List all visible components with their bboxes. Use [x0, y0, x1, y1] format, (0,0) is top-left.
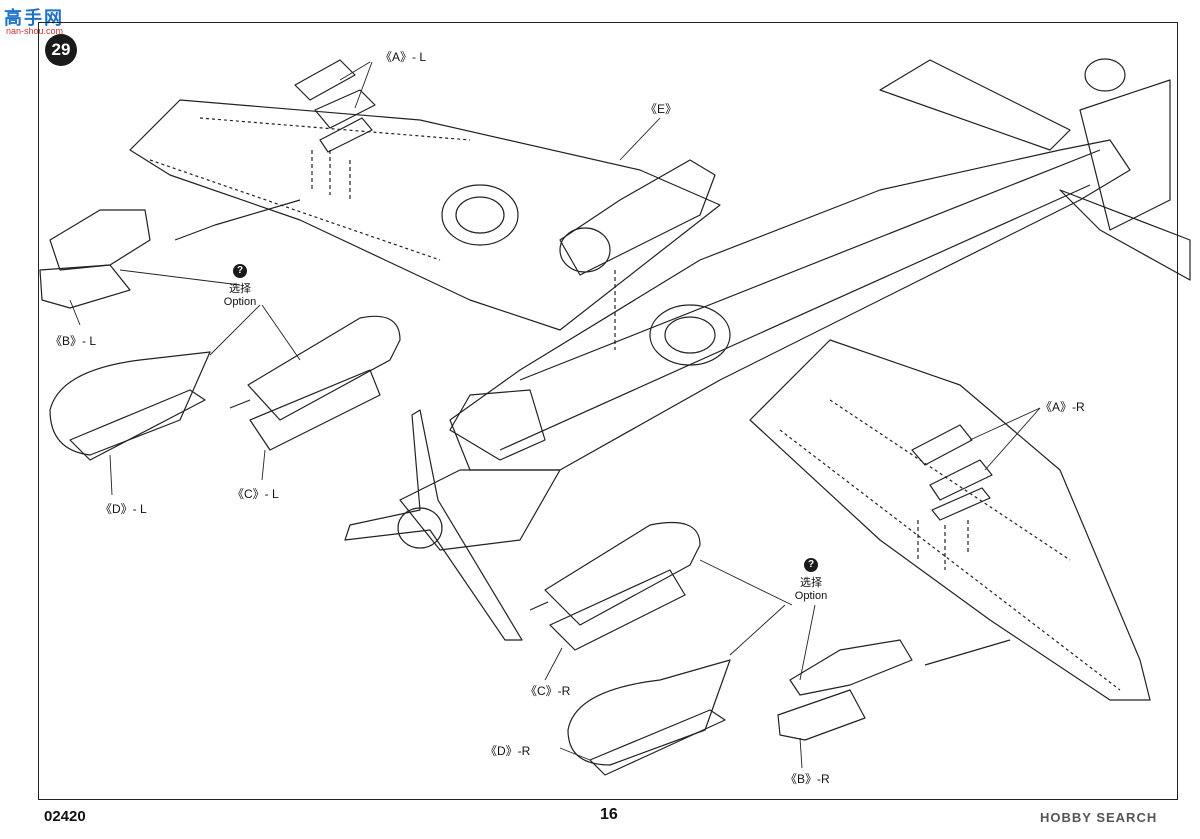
question-icon: ?: [233, 264, 247, 278]
callout-b-left: 《B》- L: [50, 334, 97, 348]
brand-watermark: HOBBY SEARCH: [1040, 810, 1158, 825]
nose-section: [399, 469, 561, 551]
fuselage: [449, 139, 1131, 471]
option-label-en: Option: [223, 296, 257, 308]
watermark-text: 高手网: [4, 8, 64, 29]
page-number: 16: [600, 806, 618, 823]
callout-b-right: 《B》-R: [785, 772, 830, 786]
right-engine-intake: [649, 304, 731, 366]
instruction-frame: [38, 22, 1178, 800]
step-number-badge: 29: [45, 34, 77, 66]
cockpit: [449, 389, 546, 461]
watermark-subtext: nan-shou.com: [6, 26, 64, 36]
callout-d-right: 《D》-R: [485, 744, 531, 758]
right-wing: [749, 339, 1151, 701]
horizontal-tail: [879, 59, 1071, 151]
callout-e: 《E》: [645, 102, 678, 116]
product-code: 02420: [44, 808, 86, 825]
rocket-pod-b-right: [777, 639, 913, 741]
drop-tank-d-right: [567, 659, 731, 776]
drop-tank-d-left: [49, 351, 211, 461]
drop-tank-c-right: [529, 521, 701, 651]
drop-tank-e: [559, 159, 716, 276]
callout-a-right: 《A》-R: [1040, 400, 1085, 414]
tail-fin: [1079, 79, 1171, 231]
option-label-cn: 选择: [229, 283, 251, 295]
callout-c-left: 《C》- L: [232, 487, 279, 501]
question-icon: ?: [804, 558, 818, 572]
option-label-cn: 选择: [800, 577, 822, 589]
left-wing: [129, 99, 721, 331]
left-engine-intake: [441, 184, 519, 246]
callout-a-left: 《A》- L: [380, 50, 427, 64]
callout-d-left: 《D》- L: [100, 502, 147, 516]
rocket-cluster-a-right: [911, 424, 993, 521]
option-label-en: Option: [794, 590, 828, 602]
rocket-pod-b-left: [39, 209, 151, 309]
option-note-right: ? 选择 Option: [790, 558, 832, 602]
option-note-left: ? 选择 Option: [220, 264, 260, 308]
watermark-logo: 高手网 nan-shou.com: [4, 4, 66, 38]
callout-c-right: 《C》-R: [525, 684, 571, 698]
rocket-cluster-a-left: [294, 59, 376, 153]
drop-tank-c-left: [229, 315, 401, 451]
propeller: [344, 409, 523, 641]
